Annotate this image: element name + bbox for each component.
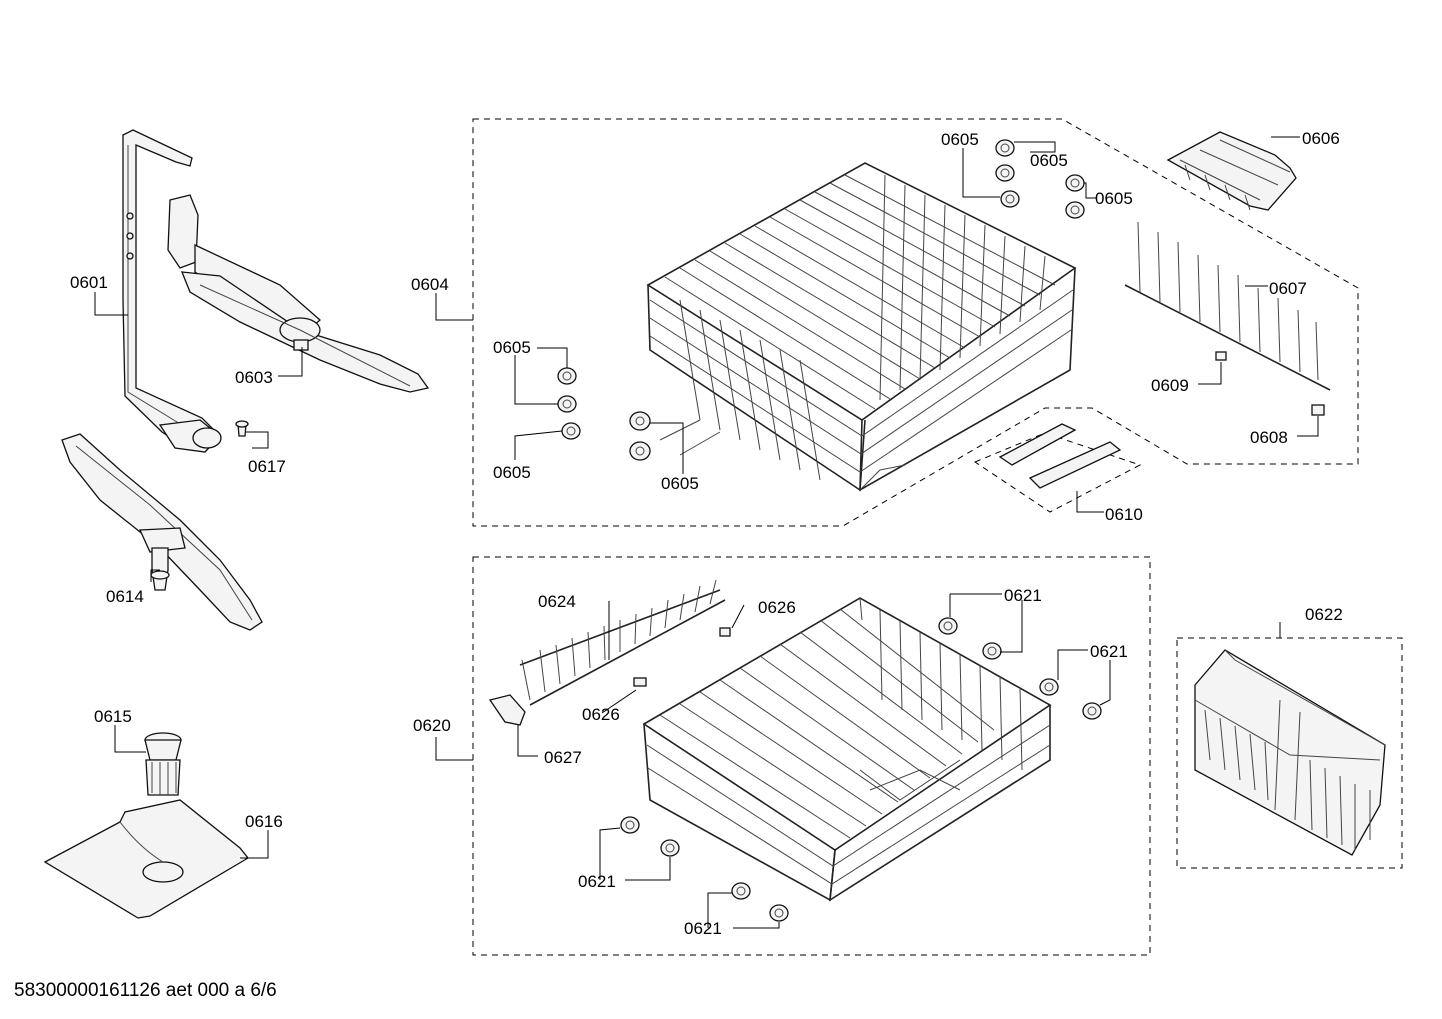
label-0605-d: 0605 [941,130,979,149]
label-0621-a: 0621 [1004,586,1042,605]
label-0606: 0606 [1302,129,1340,148]
label-0616: 0616 [245,812,283,831]
drawing-number: 58300000161126 aet 000 a 6/6 [14,980,277,1001]
lower-tine-row-drawing [519,579,726,706]
label-0617: 0617 [248,457,286,476]
cup-shelf-drawing [1166,131,1297,211]
handle-group-outline [973,432,1142,513]
label-0608: 0608 [1250,428,1288,447]
upper-rack-group-outline [472,118,1359,527]
label-0604: 0604 [411,275,449,294]
label-0621-c: 0621 [578,872,616,891]
label-0609: 0609 [1151,376,1189,395]
spray-supply-pipe-drawing [122,129,222,453]
lower-rack-wheels [620,617,1102,922]
upper-spray-arm-drawing [167,194,430,393]
label-0605-b: 0605 [493,463,531,482]
label-0626-b: 0626 [582,705,620,724]
lower-rack-group-outline [472,556,1151,956]
label-0624: 0624 [538,592,576,611]
filter-plate-drawing [43,799,249,919]
label-0607: 0607 [1269,279,1307,298]
upper-rack-drawing [646,162,1077,492]
filter-drawing [144,732,182,796]
leader-lines [94,136,1319,929]
label-0614: 0614 [106,587,144,606]
clips-0626-0627 [488,627,731,726]
label-0601: 0601 [70,273,108,292]
label-0626-a: 0626 [758,598,796,617]
lower-rack-drawing [642,597,1052,902]
label-0620: 0620 [413,716,451,735]
label-0605-c: 0605 [661,474,699,493]
label-0615: 0615 [94,707,132,726]
label-0621-d: 0621 [684,919,722,938]
cutlery-basket-drawing [1194,649,1386,856]
part-labels: 0601 0603 0604 0617 0614 0615 0616 0620 … [70,129,1343,938]
cutlery-basket-group-outline [1176,637,1403,869]
label-0605-e: 0605 [1030,151,1068,170]
screw-drawing [235,420,249,437]
upper-rack-wheels [557,139,1085,461]
label-0603: 0603 [235,368,273,387]
label-0610: 0610 [1105,505,1143,524]
label-0627: 0627 [544,748,582,767]
lower-spray-arm-drawing [61,433,263,631]
label-0621-b: 0621 [1090,642,1128,661]
tine-row-drawing [1124,221,1331,391]
clips-0608-0609 [1215,351,1325,416]
label-0605-f: 0605 [1095,189,1133,208]
label-0622: 0622 [1305,605,1343,624]
handle-0610-drawing [998,423,1122,489]
label-0605-a: 0605 [493,338,531,357]
